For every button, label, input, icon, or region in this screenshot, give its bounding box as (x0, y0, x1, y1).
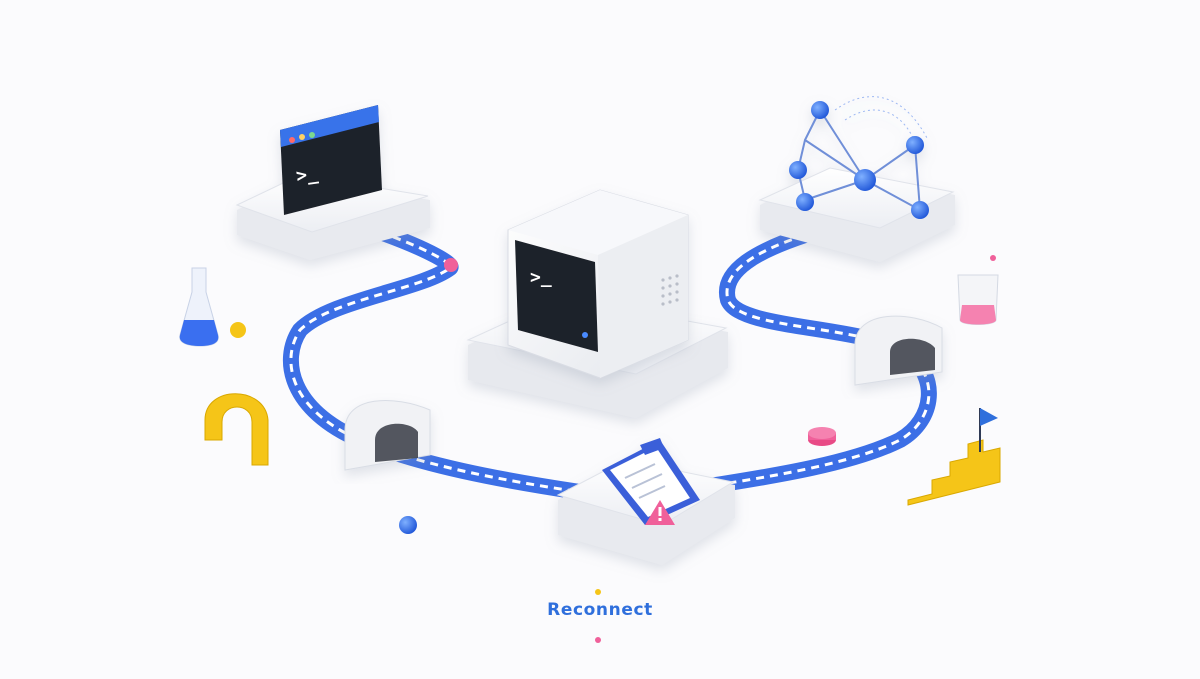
stairs-flag-icon (907, 408, 1001, 506)
terminal-prompt-text: >_ (295, 163, 320, 187)
pink-dot-bottom-decor (595, 637, 601, 643)
terminal-node[interactable]: >_ (235, 105, 430, 260)
reconnect-button[interactable]: Reconnect (547, 600, 653, 620)
graph-node[interactable] (758, 96, 955, 262)
server-box-icon: >_ (507, 189, 689, 379)
clipboard-node[interactable] (556, 438, 735, 565)
server-prompt-text: >_ (530, 267, 552, 288)
pink-ball-decor (444, 258, 458, 272)
pink-dot-decor (990, 255, 996, 261)
network-graph-icon (789, 96, 929, 219)
yellow-ball-decor (230, 322, 246, 338)
server-node[interactable]: >_ (466, 189, 728, 418)
flask-icon (179, 267, 219, 347)
terminal-window-icon: >_ (280, 105, 382, 215)
tunnel-right (854, 315, 943, 386)
magnet-arch-decor (204, 393, 269, 466)
tunnel-left (344, 400, 431, 471)
clipboard-warning-icon (602, 438, 700, 525)
blue-ball-decor (399, 516, 417, 534)
beaker-icon (957, 274, 999, 325)
yellow-dot-decor (595, 589, 601, 595)
pink-cylinder-decor (808, 427, 836, 446)
